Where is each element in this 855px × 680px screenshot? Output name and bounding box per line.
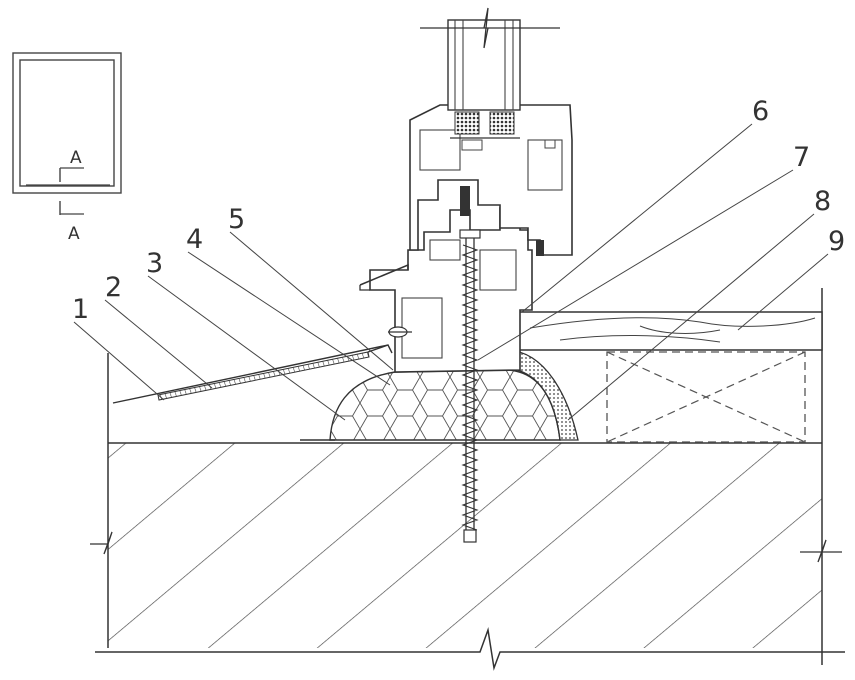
callout-8: 8 [814,186,831,217]
sealant-bead [507,349,579,441]
exterior-sill-flashing [112,344,393,404]
callout-6: 6 [752,96,769,127]
callout-9: 9 [828,226,845,257]
section-mark-upper: A [70,148,82,168]
section-mark-lower: A [68,224,80,244]
section-key: A A [12,52,122,244]
drip-fixing-screw [388,326,412,338]
frame-anchor-screw [459,229,481,543]
masonry-wall [90,288,845,671]
callout-4: 4 [186,224,203,255]
callout-1: 1 [72,294,89,325]
interior-window-board [507,311,823,351]
interior-insulation-block [606,351,806,443]
callout-labels: 1 2 3 4 5 6 7 8 9 [72,96,845,325]
callout-2: 2 [105,272,122,303]
callout-leaders [73,123,829,421]
callout-5: 5 [228,204,245,235]
foam-insulation [300,369,561,441]
callout-7: 7 [793,142,810,173]
callout-3: 3 [146,248,163,279]
